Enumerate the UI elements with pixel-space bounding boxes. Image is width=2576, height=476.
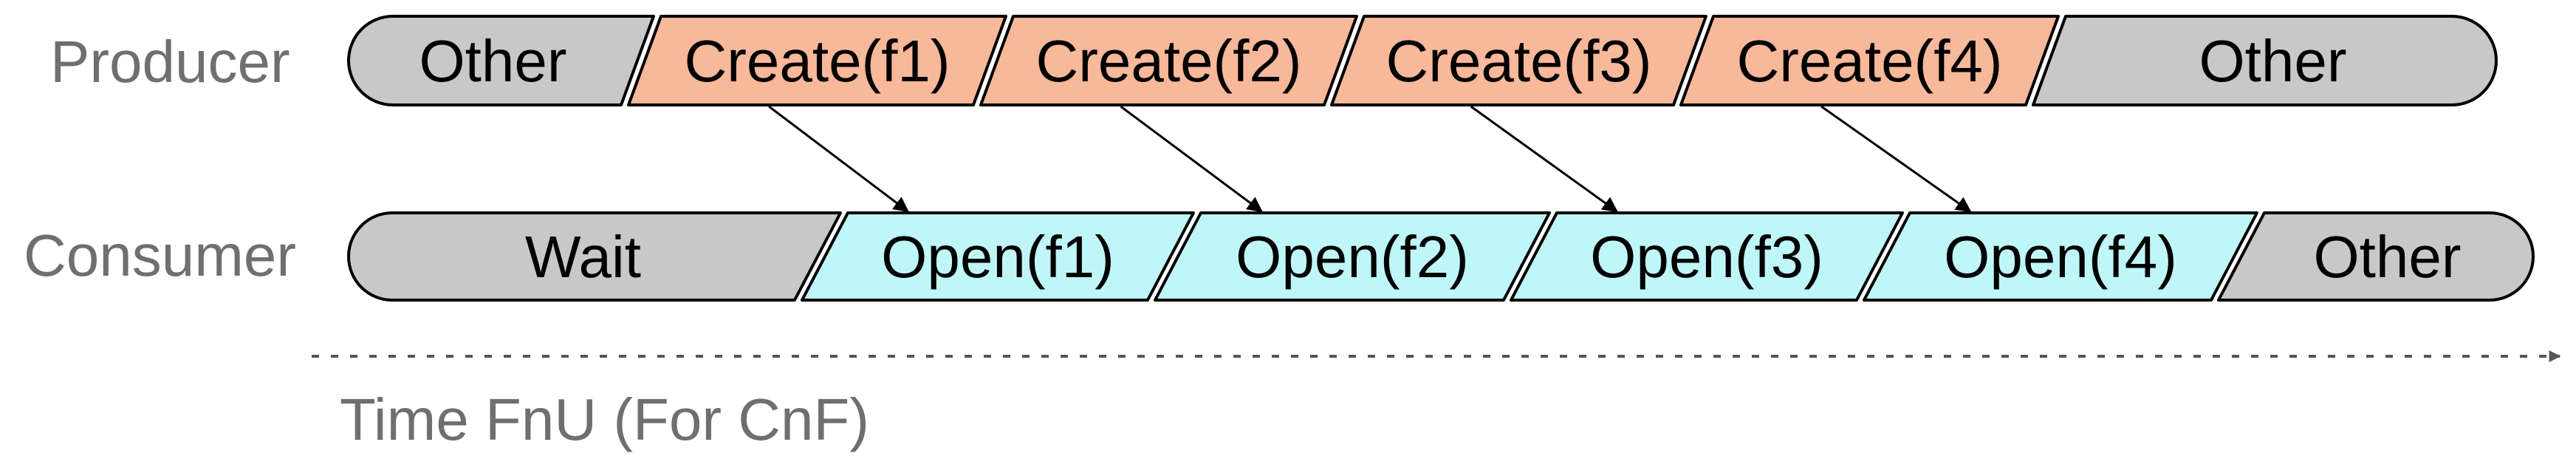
producer-segment-2: Create(f1) xyxy=(627,15,1007,106)
producer-segment-4-shape xyxy=(1330,15,1707,106)
producer-segment-6: Other xyxy=(2032,15,2498,106)
consumer-segment-2-shape xyxy=(801,211,1195,302)
producer-segment-5: Create(f4) xyxy=(1679,15,2060,106)
producer-segment-4-label: Create(f3) xyxy=(1385,28,1651,94)
producer-segment-3: Create(f2) xyxy=(979,15,1358,106)
consumer-row-label: Consumer xyxy=(24,222,297,288)
time-axis-label: Time FnU (For CnF) xyxy=(340,387,870,452)
dependency-arrow-create-f3-to-open-f3 xyxy=(1470,105,1619,213)
producer-segment-3-label: Create(f2) xyxy=(1035,28,1301,94)
consumer-segment-3-label: Open(f2) xyxy=(1236,224,1469,290)
producer-segment-6-shape xyxy=(2032,15,2498,106)
producer-segment-5-shape xyxy=(1679,15,2060,106)
consumer-segment-2: Open(f1) xyxy=(801,211,1195,302)
producer-segment-5-label: Create(f4) xyxy=(1736,28,2002,94)
producer-segment-6-label: Other xyxy=(2199,28,2346,94)
consumer-segment-3: Open(f2) xyxy=(1154,211,1551,302)
consumer-segment-4: Open(f3) xyxy=(1510,211,1904,302)
consumer-segment-6-shape xyxy=(2217,211,2535,302)
consumer-segment-1-shape xyxy=(347,211,842,302)
consumer-segment-1-label: Wait xyxy=(525,224,641,290)
dependency-arrow-create-f4-to-open-f4 xyxy=(1820,105,1972,213)
consumer-segment-3-shape xyxy=(1154,211,1551,302)
consumer-segment-4-shape xyxy=(1510,211,1904,302)
consumer-segment-5-shape xyxy=(1863,211,2258,302)
producer-segment-3-shape xyxy=(979,15,1358,106)
consumer-segment-6: Other xyxy=(2217,211,2535,302)
consumer-segment-5: Open(f4) xyxy=(1863,211,2258,302)
producer-segment-1: Other xyxy=(347,15,655,106)
producer-segment-1-label: Other xyxy=(419,28,566,94)
dependency-arrow-create-f2-to-open-f2 xyxy=(1120,105,1263,213)
consumer-segment-1: Wait xyxy=(347,211,842,302)
consumer-segment-6-label: Other xyxy=(2313,224,2461,290)
consumer-segment-4-label: Open(f3) xyxy=(1590,224,1823,290)
producer-row-label: Producer xyxy=(50,29,290,95)
producer-segment-1-shape xyxy=(347,15,655,106)
producer-segment-4: Create(f3) xyxy=(1330,15,1707,106)
producer-segment-2-label: Create(f1) xyxy=(684,28,950,94)
consumer-segment-5-label: Open(f4) xyxy=(1944,224,2177,290)
dependency-arrow-create-f1-to-open-f1 xyxy=(768,105,909,213)
consumer-segment-2-label: Open(f1) xyxy=(881,224,1114,290)
producer-segment-2-shape xyxy=(627,15,1007,106)
